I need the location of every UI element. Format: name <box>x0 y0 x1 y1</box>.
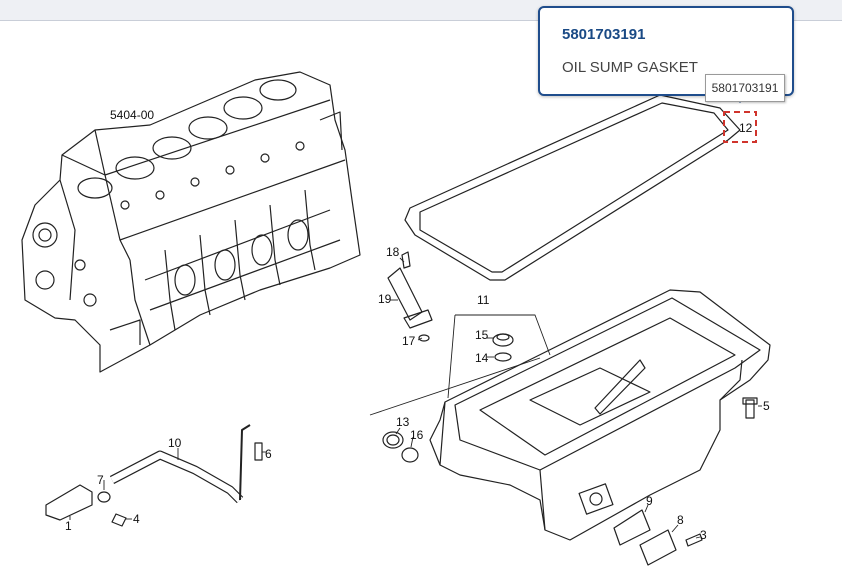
callout-16[interactable]: 16 <box>410 428 424 442</box>
group-label: 5404-00 <box>110 108 154 122</box>
callout-4[interactable]: 4 <box>133 512 140 526</box>
callout-18[interactable]: 18 <box>386 245 400 259</box>
callout-12[interactable]: 12 <box>739 121 753 135</box>
callout-5[interactable]: 5 <box>763 399 770 413</box>
plug-and-seal-drawings <box>382 333 514 463</box>
callout-6[interactable]: 6 <box>265 447 272 461</box>
callout-17[interactable]: 17 <box>402 334 416 348</box>
callout-15[interactable]: 15 <box>475 328 489 342</box>
cover-plate-drawings <box>613 509 677 566</box>
callout-1[interactable]: 1 <box>65 519 72 533</box>
callout-3[interactable]: 3 <box>700 528 707 542</box>
oil-sump-gasket-drawing <box>404 94 741 281</box>
oil-pan-drawing <box>429 289 771 541</box>
callout-9[interactable]: 9 <box>646 494 653 508</box>
leader-lines <box>69 257 762 539</box>
callout-10[interactable]: 10 <box>168 436 182 450</box>
callout-19[interactable]: 19 <box>378 292 392 306</box>
selected-part-highlight[interactable] <box>723 111 757 143</box>
callout-8[interactable]: 8 <box>677 513 684 527</box>
part-description: OIL SUMP GASKET <box>562 59 698 76</box>
part-number-tooltip: 5801703191 <box>705 74 785 102</box>
callout-7[interactable]: 7 <box>97 473 104 487</box>
dipstick-tube-drawing <box>387 251 433 342</box>
bolt-drawings <box>111 397 758 547</box>
part-number-link[interactable]: 5801703191 <box>562 26 646 43</box>
part-info-popup: 5801703191 OIL SUMP GASKET <box>538 6 794 96</box>
oil-pickup-pipe-drawing <box>45 424 251 521</box>
callout-13[interactable]: 13 <box>396 415 410 429</box>
callout-11[interactable]: 11 <box>477 293 490 307</box>
callout-14[interactable]: 14 <box>475 351 489 365</box>
engine-block-drawing <box>21 71 361 373</box>
